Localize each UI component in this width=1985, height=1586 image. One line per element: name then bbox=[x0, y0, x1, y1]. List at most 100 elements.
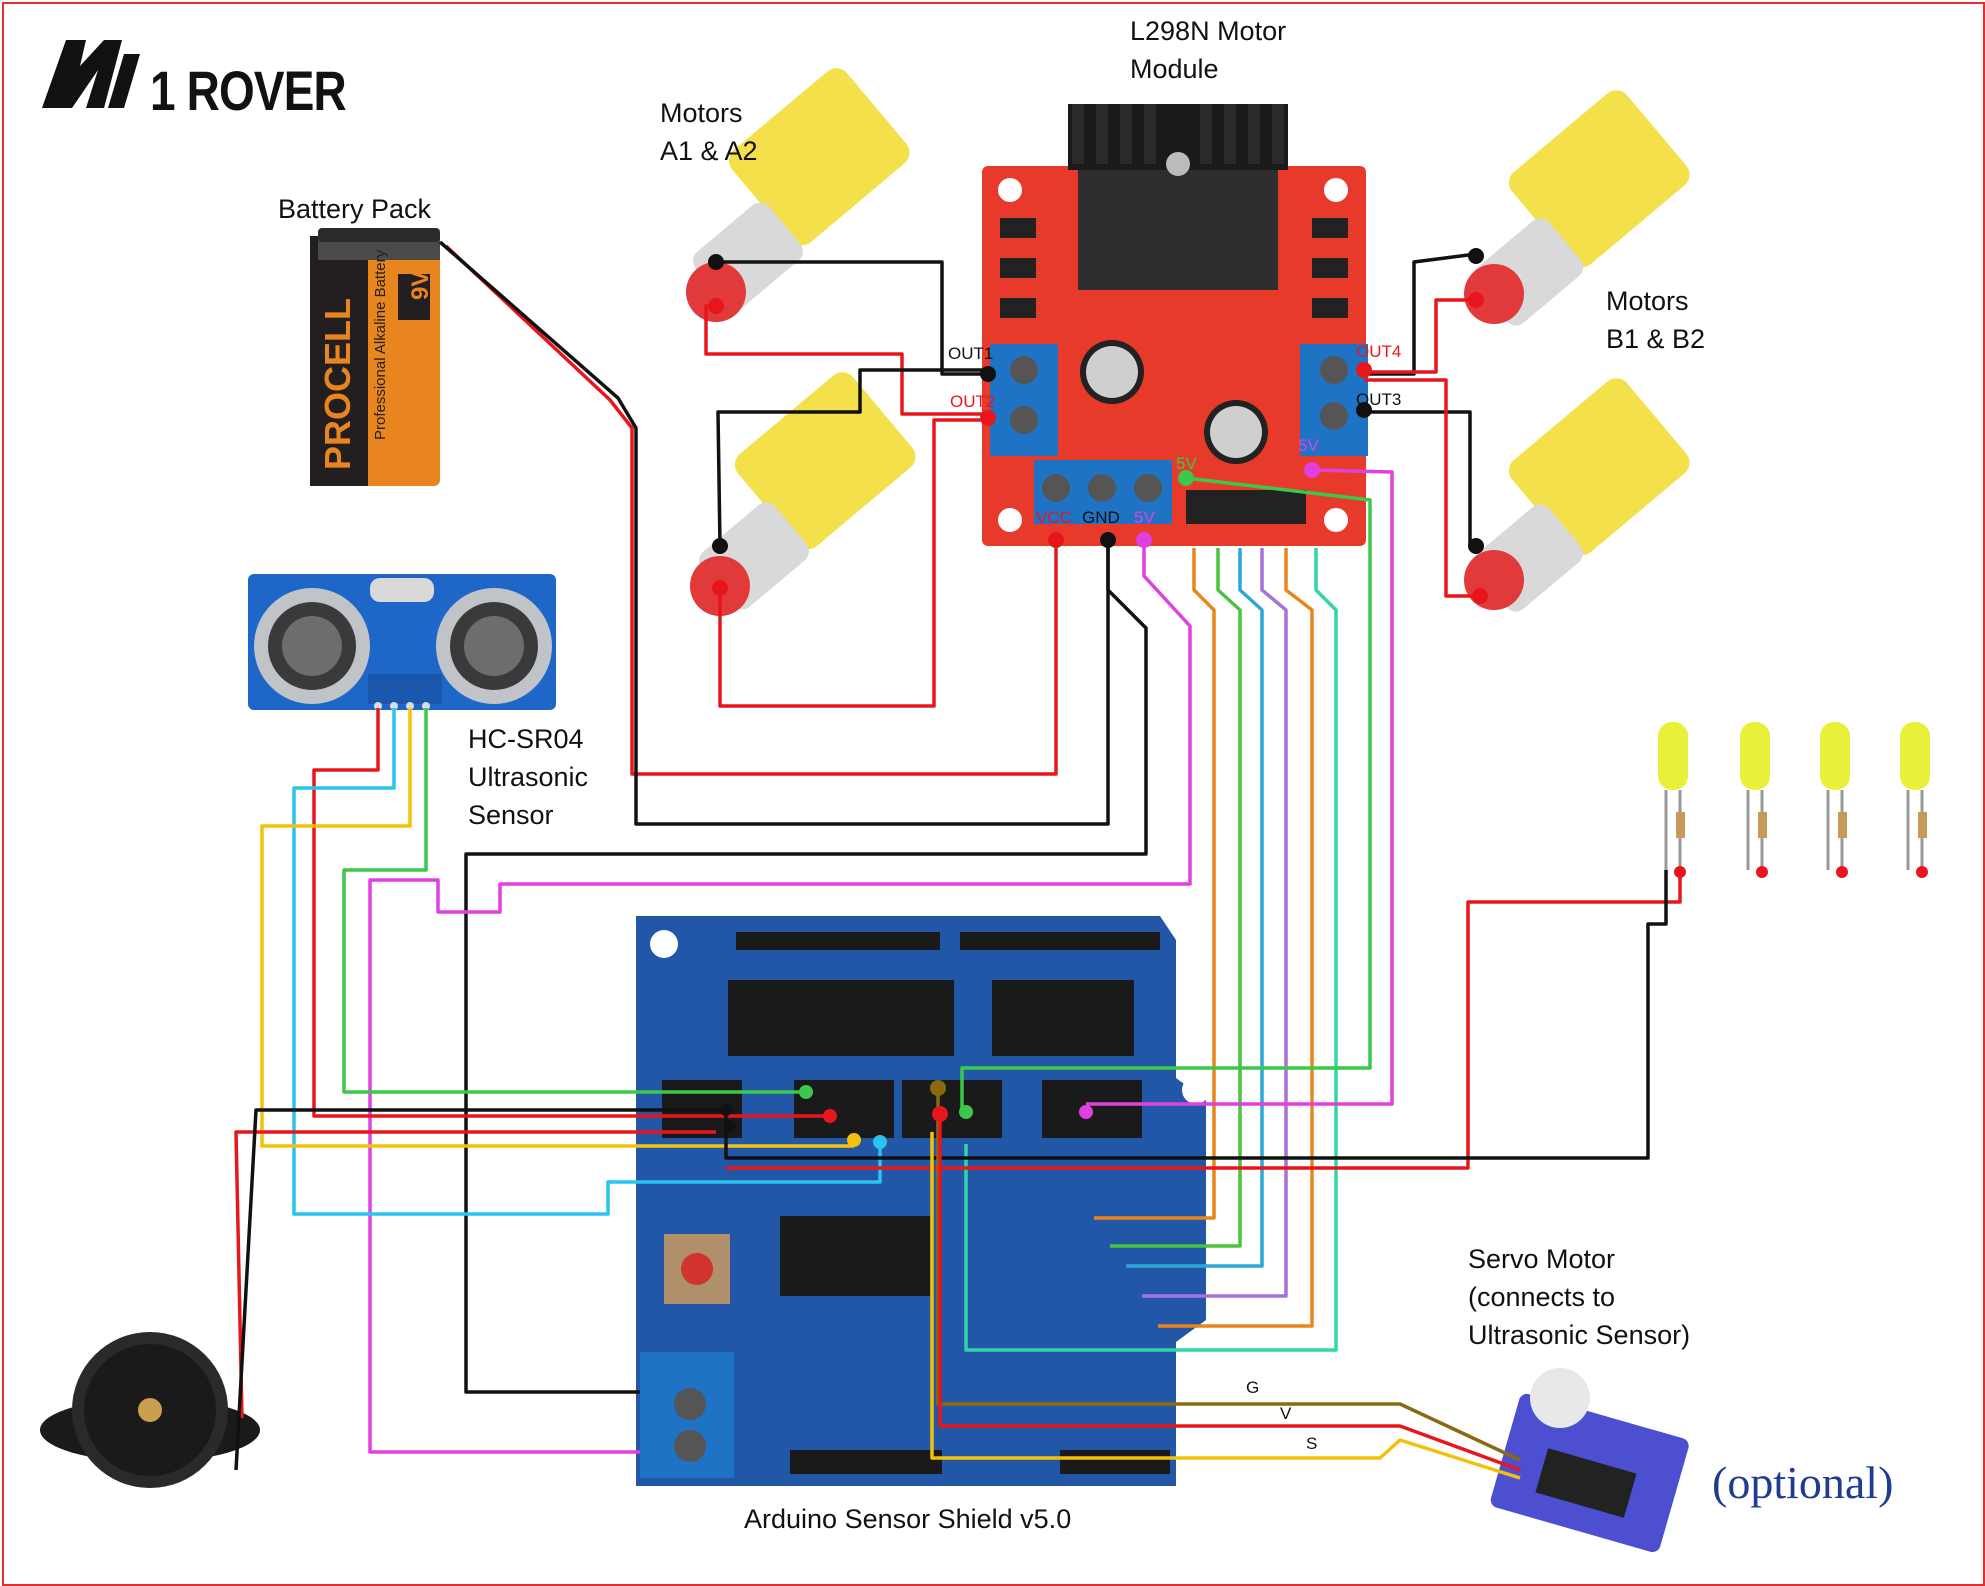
brand-logo-text: 1 ROVER bbox=[150, 59, 347, 122]
optional-note: (optional) bbox=[1712, 1457, 1894, 1508]
sensor-label-line1: HC-SR04 bbox=[468, 724, 584, 754]
node-dot bbox=[712, 580, 728, 596]
wire-servo-s bbox=[930, 1132, 1521, 1480]
wire-buzzer-black bbox=[234, 1108, 730, 1471]
wire-servo-g bbox=[936, 1090, 1521, 1462]
servo-pin-v: V bbox=[1280, 1404, 1292, 1423]
servo-pin-g: G bbox=[1246, 1378, 1260, 1397]
wire-5v-shield-magenta bbox=[368, 540, 1192, 1454]
node-dot bbox=[708, 254, 724, 270]
node-dot bbox=[930, 1080, 946, 1096]
led-4 bbox=[1900, 722, 1930, 870]
wire-in2 bbox=[1126, 548, 1264, 1268]
ultrasonic-sensor bbox=[248, 574, 556, 710]
wire-buzzer-red bbox=[234, 1130, 716, 1419]
pin-label-5v-right: 5V bbox=[1298, 436, 1319, 455]
battery-pack: 9V PROCELL Professional Alkaline Battery bbox=[310, 228, 440, 486]
wire-motor-a2-black bbox=[716, 368, 988, 547]
wire-in3 bbox=[1142, 548, 1288, 1298]
motors-b-label-line2: B1 & B2 bbox=[1606, 324, 1706, 354]
node-dot bbox=[1468, 538, 1484, 554]
node-dot bbox=[724, 1120, 736, 1132]
motor-b1 bbox=[1464, 90, 1690, 326]
wire-5v-magenta bbox=[1086, 468, 1394, 1106]
brand-logo-mark bbox=[42, 40, 140, 108]
motors-a-label-line1: Motors bbox=[660, 98, 743, 128]
wire-gnd-to-shield bbox=[464, 540, 1148, 1394]
pin-label-5v-left: 5V bbox=[1176, 454, 1197, 473]
node-dot bbox=[708, 298, 724, 314]
node-dot bbox=[1836, 866, 1848, 878]
wire-motor-a1-black bbox=[716, 260, 988, 376]
node-dot bbox=[1468, 248, 1484, 264]
wire-5v-jumper-green bbox=[960, 476, 1372, 1110]
wire-motor-b2-red bbox=[1364, 378, 1480, 598]
node-dot bbox=[847, 1133, 861, 1147]
wire-sensor-vcc bbox=[312, 708, 830, 1118]
node-dot bbox=[1136, 532, 1152, 548]
svg-text:9V: 9V bbox=[407, 271, 434, 300]
wire-sensor-trig bbox=[292, 708, 882, 1216]
shield-label: Arduino Sensor Shield v5.0 bbox=[744, 1504, 1072, 1534]
node-dot bbox=[873, 1135, 887, 1149]
svg-text:PROCELL: PROCELL bbox=[317, 298, 358, 470]
wire-battery-positive bbox=[444, 244, 1058, 776]
node-dot bbox=[1356, 402, 1372, 418]
wire-motor-a1-red bbox=[704, 304, 986, 416]
pin-label-gnd: GND bbox=[1082, 508, 1120, 527]
node-dot bbox=[1916, 866, 1928, 878]
wire-led-negative bbox=[724, 870, 1668, 1160]
l298n-title-line2: Module bbox=[1130, 54, 1219, 84]
pin-label-out4: OUT4 bbox=[1356, 342, 1402, 361]
wire-sensor-gnd bbox=[342, 708, 806, 1094]
pin-label-vcc: VCC bbox=[1036, 508, 1072, 527]
node-dot bbox=[980, 410, 996, 426]
wire-battery-negative bbox=[438, 240, 1110, 826]
wire-in4 bbox=[1158, 548, 1314, 1328]
node-dot bbox=[1468, 292, 1484, 308]
motor-a1 bbox=[686, 68, 910, 322]
l298n-title-line1: L298N Motor bbox=[1130, 16, 1287, 46]
node-dot bbox=[1756, 866, 1768, 878]
pin-label-out2: OUT2 bbox=[950, 392, 996, 411]
node-dot bbox=[720, 1104, 732, 1116]
node-dot bbox=[1674, 866, 1686, 878]
node-dot bbox=[712, 538, 728, 554]
pin-label-5v-terminal: 5V bbox=[1134, 508, 1155, 527]
motors-a-label-line2: A1 & A2 bbox=[660, 136, 758, 166]
node-dot bbox=[980, 366, 996, 382]
servo-label-line1: Servo Motor bbox=[1468, 1244, 1616, 1274]
piezo-buzzer bbox=[40, 1332, 260, 1488]
sensor-label-line3: Sensor bbox=[468, 800, 554, 830]
svg-text:Professional Alkaline Battery: Professional Alkaline Battery bbox=[372, 249, 389, 440]
node-dot bbox=[823, 1109, 837, 1123]
node-dot bbox=[1178, 470, 1194, 486]
node-dot bbox=[1048, 532, 1064, 548]
node-dot bbox=[1304, 462, 1320, 478]
wire-ena bbox=[1094, 548, 1216, 1220]
motors-b-label-line1: Motors bbox=[1606, 286, 1689, 316]
sensor-label-line2: Ultrasonic bbox=[468, 762, 589, 792]
servo-pin-s: S bbox=[1306, 1434, 1318, 1453]
node-dot bbox=[1356, 362, 1372, 378]
wire-motor-a2-red bbox=[718, 418, 988, 708]
node-dot bbox=[1472, 588, 1488, 604]
node-dot bbox=[959, 1105, 973, 1119]
wire-enb bbox=[964, 548, 1338, 1352]
servo-motor bbox=[1490, 1368, 1689, 1553]
led-2 bbox=[1740, 722, 1770, 870]
led-1 bbox=[1658, 722, 1688, 870]
servo-label-line3: Ultrasonic Sensor) bbox=[1468, 1320, 1691, 1350]
node-dot bbox=[1100, 532, 1116, 548]
l298n-motor-module bbox=[982, 104, 1368, 546]
node-dot bbox=[932, 1106, 948, 1122]
servo-label-line2: (connects to bbox=[1468, 1282, 1616, 1312]
pin-label-out3: OUT3 bbox=[1356, 390, 1402, 409]
led-3 bbox=[1820, 722, 1850, 870]
node-dot bbox=[1079, 1105, 1093, 1119]
led-array bbox=[1658, 722, 1930, 870]
arduino-sensor-shield bbox=[636, 916, 1210, 1486]
